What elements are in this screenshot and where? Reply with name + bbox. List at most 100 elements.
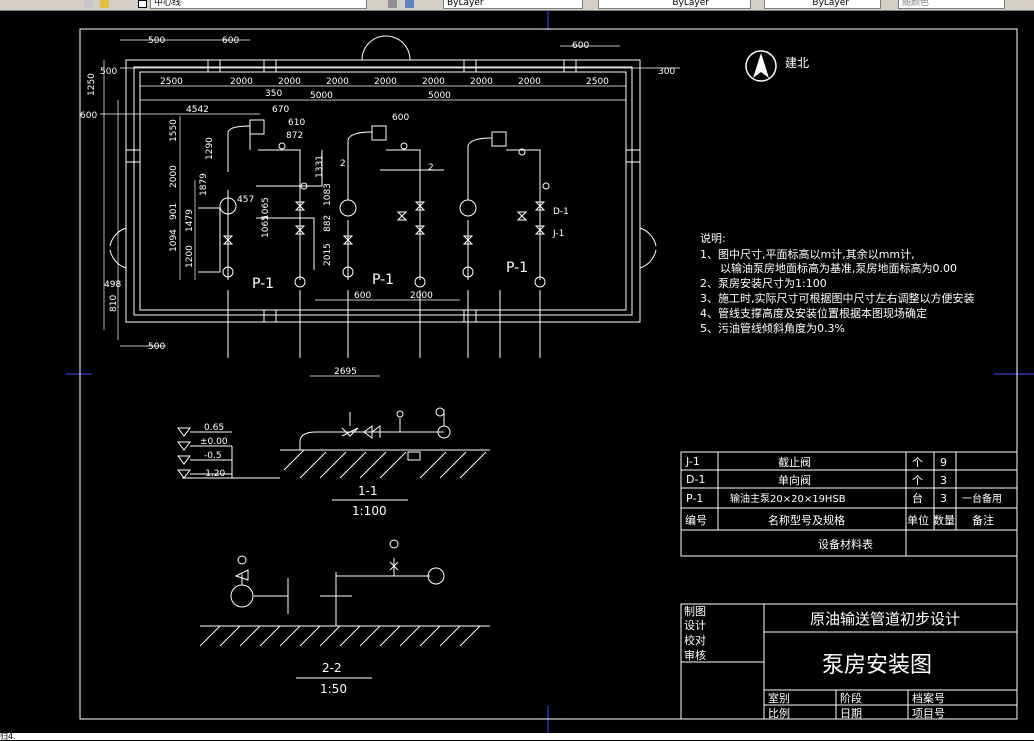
svg-text:1083: 1083 xyxy=(323,183,333,206)
svg-text:4、管线支撑高度及安装位置根据本图现场确定: 4、管线支撑高度及安装位置根据本图现场确定 xyxy=(700,306,927,320)
svg-text:设备材料表: 设备材料表 xyxy=(818,537,873,551)
section-1-1-name: 1-1 xyxy=(358,484,378,498)
section-1-1-scale: 1:100 xyxy=(352,504,387,518)
svg-text:数量: 数量 xyxy=(933,514,955,527)
svg-text:1479: 1479 xyxy=(185,209,195,232)
lineweight-combo-arrow-icon[interactable] xyxy=(880,0,890,9)
svg-text:设计: 设计 xyxy=(684,619,706,632)
equipment-table-text: J-1 截止阀 个 9 D-1 单向阀 个 3 P-1 输油主泵20×20×19… xyxy=(685,455,1002,551)
drawing-canvas[interactable]: 500 600 600 500 300 2500 2000 2000 2000 … xyxy=(0,10,1034,733)
equipment-table xyxy=(680,451,1018,557)
title-block xyxy=(680,603,1018,720)
plotstyle-combo-arrow-icon[interactable] xyxy=(1004,0,1014,9)
notes-block: 说明: 1、图中尺寸,平面标高以m计,其余以mm计, 以输油泵房地面标高为基准,… xyxy=(700,231,975,335)
svg-text:2000: 2000 xyxy=(374,77,397,87)
svg-text:9: 9 xyxy=(940,456,947,469)
plotstyle-combo[interactable]: 随颜色 xyxy=(898,0,1014,9)
layer-combo[interactable]: 中心线 xyxy=(150,0,375,9)
svg-text:以输油泵房地面标高为基准,泵房地面标高为0.00: 以输油泵房地面标高为基准,泵房地面标高为0.00 xyxy=(720,261,957,275)
svg-text:单向阀: 单向阀 xyxy=(778,473,811,487)
svg-text:1879: 1879 xyxy=(199,173,209,196)
command-line-text: 归4. xyxy=(0,732,16,741)
layer-state-icon[interactable] xyxy=(84,0,93,8)
svg-text:5、污油管线倾斜角度为0.3%: 5、污油管线倾斜角度为0.3% xyxy=(700,321,845,335)
svg-text:制图: 制图 xyxy=(684,605,706,618)
linetype-combo[interactable]: ByLayer xyxy=(598,0,758,9)
layer-combo-arrow-icon[interactable] xyxy=(366,0,376,9)
svg-text:截止阀: 截止阀 xyxy=(778,455,811,469)
color-combo-arrow-icon[interactable] xyxy=(582,0,592,9)
section-1-1-drawing xyxy=(177,407,490,501)
svg-text:2500: 2500 xyxy=(160,77,183,87)
linetype-combo-arrow-icon[interactable] xyxy=(750,0,760,9)
properties-toolbar: 中心线 ByLayer ByLayer ByLayer 随颜色 xyxy=(0,0,1034,11)
svg-text:2: 2 xyxy=(428,163,434,173)
section-1-1-level-3: -1.20 xyxy=(202,469,226,479)
building-walls xyxy=(109,35,657,323)
svg-text:编号: 编号 xyxy=(685,513,707,527)
svg-text:1094: 1094 xyxy=(169,229,179,252)
layer-color-icon[interactable] xyxy=(138,0,147,8)
color-combo[interactable]: ByLayer xyxy=(443,0,591,9)
svg-text:3: 3 xyxy=(940,492,947,505)
svg-text:2000: 2000 xyxy=(230,77,253,87)
north-label: 建北 xyxy=(785,56,809,70)
svg-text:1290: 1290 xyxy=(205,137,215,160)
svg-text:2500: 2500 xyxy=(586,77,609,87)
svg-text:日期: 日期 xyxy=(840,707,862,720)
svg-text:600: 600 xyxy=(572,41,589,51)
svg-text:882: 882 xyxy=(323,215,333,232)
svg-text:名称型号及规格: 名称型号及规格 xyxy=(768,513,845,527)
dimension-lines xyxy=(100,39,680,377)
svg-text:2695: 2695 xyxy=(334,367,357,377)
section-2-2-drawing xyxy=(199,539,490,679)
section-2-2-name: 2-2 xyxy=(322,661,342,675)
svg-text:901: 901 xyxy=(169,203,179,220)
svg-text:4542: 4542 xyxy=(186,105,209,115)
svg-text:个: 个 xyxy=(912,474,923,487)
section-1-1-level-0: 0.65 xyxy=(204,423,224,433)
svg-text:2015: 2015 xyxy=(323,243,333,266)
svg-text:2000: 2000 xyxy=(518,77,541,87)
svg-text:2000: 2000 xyxy=(470,77,493,87)
svg-text:498: 498 xyxy=(104,280,121,290)
svg-text:3: 3 xyxy=(940,474,947,487)
layer-previous-icon[interactable] xyxy=(405,0,414,8)
svg-text:一台备用: 一台备用 xyxy=(962,492,1002,505)
svg-text:D-1: D-1 xyxy=(553,207,569,217)
svg-text:校对: 校对 xyxy=(684,633,706,647)
drawing-frame xyxy=(79,28,1018,720)
sun-icon[interactable] xyxy=(100,0,109,8)
svg-text:600: 600 xyxy=(392,113,409,123)
svg-text:2000: 2000 xyxy=(326,77,349,87)
svg-text:600: 600 xyxy=(354,291,371,301)
svg-text:350: 350 xyxy=(265,89,282,99)
svg-text:说明:: 说明: xyxy=(700,231,726,245)
lineweight-combo[interactable]: ByLayer xyxy=(764,0,890,9)
svg-text:P-1: P-1 xyxy=(686,492,703,505)
section-1-1-level-1: ±0.00 xyxy=(200,437,228,447)
svg-text:500: 500 xyxy=(148,342,165,352)
svg-text:阶段: 阶段 xyxy=(840,691,862,705)
svg-text:1331: 1331 xyxy=(315,155,325,178)
svg-text:1065: 1065 xyxy=(261,197,271,220)
svg-text:输油主泵20×20×19HSB: 输油主泵20×20×19HSB xyxy=(730,492,846,505)
svg-text:室别: 室别 xyxy=(768,691,790,705)
svg-text:审核: 审核 xyxy=(684,648,706,662)
svg-text:810: 810 xyxy=(109,295,119,312)
pump-piping xyxy=(198,119,550,358)
north-arrow-icon xyxy=(745,50,777,82)
svg-text:2000: 2000 xyxy=(169,165,179,188)
make-current-icon[interactable] xyxy=(388,0,397,8)
svg-text:台: 台 xyxy=(912,491,923,505)
command-line[interactable]: 归4. xyxy=(0,732,1034,741)
svg-text:2、泵房安装尺寸为1:100: 2、泵房安装尺寸为1:100 xyxy=(700,276,827,290)
pump-label-3: P-1 xyxy=(506,260,528,276)
svg-text:2000: 2000 xyxy=(410,291,433,301)
svg-text:2: 2 xyxy=(340,159,346,169)
svg-text:泵房安装图: 泵房安装图 xyxy=(822,653,932,678)
svg-text:原油输送管道初步设计: 原油输送管道初步设计 xyxy=(810,610,960,628)
svg-text:1200: 1200 xyxy=(185,245,195,268)
svg-text:比例: 比例 xyxy=(768,706,790,720)
svg-text:J-1: J-1 xyxy=(552,229,564,239)
